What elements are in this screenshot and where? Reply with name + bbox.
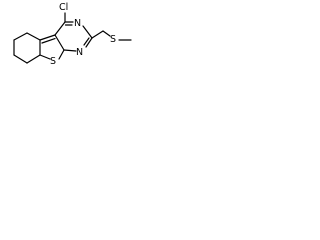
bond (54, 21, 66, 36)
cyclohexane-ring (13, 32, 41, 64)
molecule-structure: Cl N N S S (13, 2, 132, 67)
bond (39, 34, 56, 41)
thiophene-ring (39, 34, 65, 60)
bond (91, 30, 104, 39)
bond (39, 54, 51, 60)
bond (54, 34, 65, 51)
bond (82, 25, 93, 39)
nitrogen-atom-label: N (74, 18, 81, 29)
bond (13, 54, 28, 64)
bond (102, 30, 111, 37)
atom-labels: Cl N N S S (50, 2, 116, 67)
bond (26, 32, 41, 41)
substituent-bonds (64, 12, 132, 41)
bond (63, 49, 77, 52)
pyrimidine-ring (54, 21, 93, 52)
bond (58, 49, 65, 60)
bond (83, 37, 90, 46)
chlorine-atom-label: Cl (59, 2, 68, 13)
thioether-sulfur-atom-label: S (110, 34, 116, 45)
bond (85, 37, 93, 48)
bond (41, 37, 56, 44)
ring-sulfur-atom-label: S (50, 56, 56, 67)
bond (13, 32, 28, 41)
nitrogen-atom-label: N (76, 47, 83, 58)
bond (26, 54, 41, 64)
